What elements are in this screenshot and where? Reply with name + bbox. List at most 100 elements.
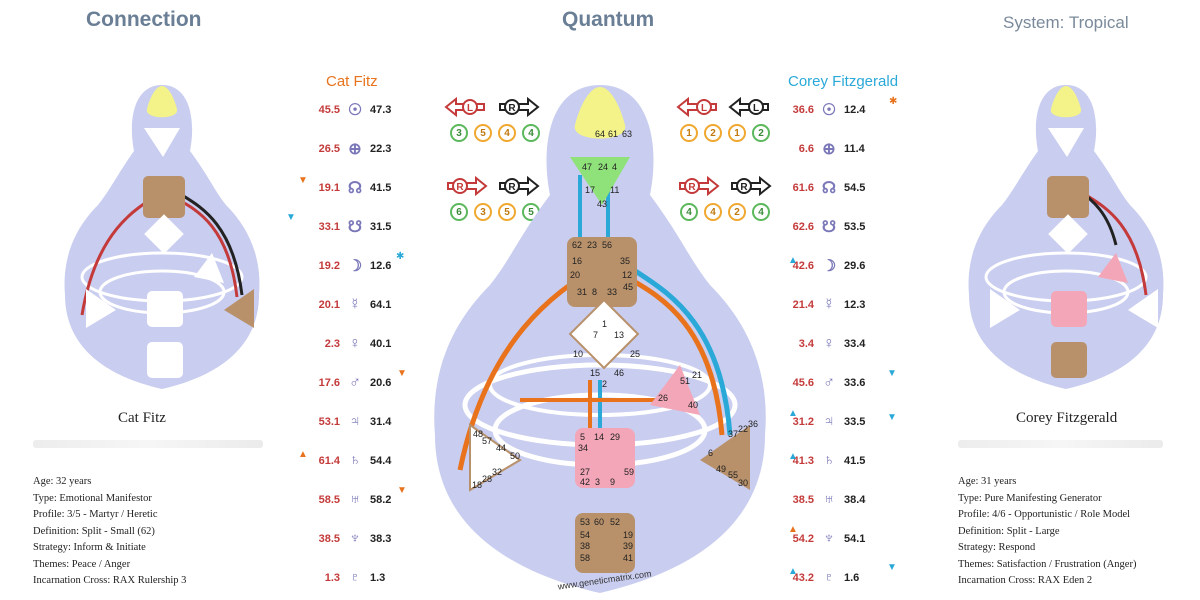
variable-badge: 3: [474, 203, 492, 221]
bodygraph-composite: www.geneticmatrix.com 64 61 63 47 24 4 1…: [434, 85, 766, 593]
personality-value: 38.3: [370, 533, 392, 545]
info-line: Incarnation Cross: RAX Eden 2: [958, 575, 1093, 586]
variable-badge: 5: [474, 124, 492, 142]
info-line: Themes: Peace / Anger: [33, 558, 131, 570]
person-a-name: Cat Fitz: [118, 410, 166, 426]
personality-value: 53.5: [844, 221, 866, 233]
planet-row: 31.2♃33.5: [780, 410, 866, 434]
arrow-letter: R: [688, 182, 696, 193]
triangle-up-icon: ▲: [298, 449, 308, 460]
triangle-down-icon: ▼: [397, 485, 407, 496]
gate-label: 46: [614, 368, 624, 378]
arrow-letter: R: [508, 103, 516, 114]
arrow-letter: R: [456, 182, 464, 193]
personality-value: 12.3: [844, 299, 866, 311]
design-value: 33.1: [318, 221, 340, 233]
info-line: Definition: Split - Small (62): [33, 525, 155, 537]
gate-label: 26: [658, 393, 668, 403]
gate-label: 20: [570, 270, 580, 280]
variable-arrows-b-bottom: R R: [676, 175, 772, 197]
triangle-down-icon: ▼: [887, 562, 897, 573]
info-line: Strategy: Inform & Initiate: [33, 542, 146, 553]
planet-row: 45.5☉47.3: [306, 98, 392, 122]
planet-icon: ♅: [823, 491, 835, 508]
gate-label: 29: [610, 432, 620, 442]
gate-label: 22: [738, 424, 748, 434]
planet-icon: ☿: [823, 296, 835, 313]
info-line: Profile: 3/5 - Martyr / Heretic: [33, 509, 158, 520]
planet-row: 42.6☽29.6: [780, 254, 866, 278]
design-value: 6.6: [798, 143, 814, 155]
design-value: 1.3: [324, 572, 340, 584]
gate-label: 10: [573, 349, 583, 359]
personality-value: 31.5: [370, 221, 392, 233]
planet-icon: ♂: [823, 374, 835, 391]
design-value: 26.5: [318, 143, 340, 155]
system-label: System: Tropical: [1003, 13, 1129, 32]
arrow-right-icon: R: [679, 175, 720, 197]
design-value: 58.5: [318, 494, 340, 506]
variable-numbers-b-top: 1 2 1 2: [680, 124, 770, 142]
planet-row: 6.6⊕11.4: [780, 137, 865, 161]
planet-row: 54.2♆54.1: [780, 527, 866, 551]
gate-label: 53: [580, 517, 590, 527]
gate-label: 32: [492, 467, 502, 477]
variable-badge: 2: [704, 124, 722, 142]
person-b-name: Corey Fitzgerald: [1016, 410, 1118, 426]
planet-icon: ☊: [821, 180, 837, 197]
design-value: 61.4: [318, 455, 340, 467]
planet-row: 58.5♅58.2: [306, 488, 392, 512]
design-value: 42.6: [792, 260, 814, 272]
gate-label: 55: [728, 470, 738, 480]
gate-label: 57: [482, 436, 492, 446]
triangle-down-icon: ▼: [887, 368, 897, 379]
info-line: Profile: 4/6 - Opportunistic / Role Mode…: [958, 509, 1131, 520]
design-value: 45.5: [318, 104, 340, 116]
gate-label: 62: [572, 240, 582, 250]
gate-label: 35: [620, 256, 630, 266]
gate-label: 28: [482, 474, 492, 484]
gate-label: 15: [590, 368, 600, 378]
variable-numbers-a-top: 3 5 4 4: [450, 124, 540, 142]
arrow-right-icon: R: [499, 96, 540, 118]
planet-row: 26.5⊕22.3: [306, 137, 392, 161]
gate-label: 41: [623, 553, 633, 563]
triangle-down-icon: ▼: [298, 175, 308, 186]
personality-value: 1.3: [370, 572, 386, 584]
triangle-down-icon: ▼: [887, 412, 897, 423]
gate-label: 56: [602, 240, 612, 250]
design-value: 41.3: [792, 455, 814, 467]
star-icon: ✱: [396, 251, 405, 262]
design-value: 36.6: [792, 104, 814, 116]
personality-value: 38.4: [844, 494, 866, 506]
arrow-left-icon: L: [676, 96, 717, 118]
design-value: 38.5: [318, 533, 340, 545]
gate-label: 44: [496, 443, 506, 453]
gate-label: 6: [708, 448, 713, 458]
planet-icon: ☽: [821, 258, 837, 275]
gate-label: 37: [728, 429, 738, 439]
design-value: 19.2: [318, 260, 340, 272]
design-value: 31.2: [792, 416, 814, 428]
triangle-down-icon: ▼: [286, 212, 296, 223]
gate-label: 5: [580, 432, 585, 442]
bodygraph-person-b: [968, 85, 1164, 389]
arrow-left-icon: L: [728, 96, 769, 118]
gate-label: 47: [582, 162, 592, 172]
gate-label: 36: [748, 419, 758, 429]
info-line: Age: 31 years: [958, 476, 1017, 487]
variable-badge: 4: [498, 124, 516, 142]
gate-label: 58: [580, 553, 590, 563]
triangle-up-icon: ▲: [788, 524, 798, 535]
arrow-left-icon: L: [444, 96, 485, 118]
planet-icon: ☽: [347, 258, 363, 275]
info-line: Type: Emotional Manifestor: [33, 492, 152, 504]
gate-label: 52: [610, 517, 620, 527]
planet-icon: ♇: [349, 569, 361, 586]
personality-value: 11.4: [844, 143, 865, 155]
gate-label: 14: [594, 432, 604, 442]
planet-icon: ⊕: [348, 141, 362, 158]
planet-icon: ☉: [347, 102, 363, 119]
planet-row: 36.6☉12.4: [780, 98, 866, 122]
